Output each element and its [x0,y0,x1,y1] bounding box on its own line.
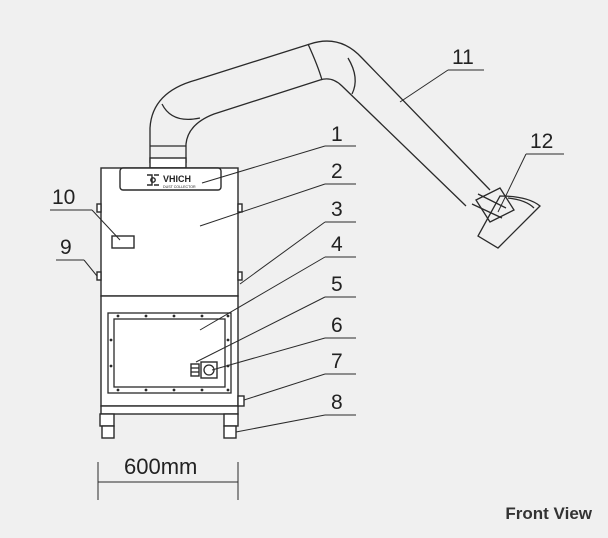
brand-subtitle: DUST COLLECTOR [163,185,196,189]
view-caption: Front View [505,504,592,523]
callout-11: 11 [452,46,474,69]
logo-mark-icon [147,174,159,186]
callout-3: 3 [331,198,343,221]
brand-name: VHICH [163,174,191,184]
callout-12: 12 [530,130,553,153]
callout-4: 4 [331,233,343,256]
dimension-label: 600mm [124,454,197,479]
callout-6: 6 [331,314,343,337]
callout-2: 2 [331,160,343,183]
callouts: 1 2 3 4 5 6 7 8 9 10 [50,46,564,433]
cabinet [96,167,245,439]
callout-1: 1 [331,123,343,146]
callout-5: 5 [331,273,343,296]
callout-9: 9 [60,236,72,259]
logo: VHICH DUST COLLECTOR [147,174,196,189]
callout-8: 8 [331,391,343,414]
window-bolts [109,314,230,392]
callout-10: 10 [52,186,75,209]
width-dimension: 600mm [97,454,239,500]
callout-7: 7 [331,350,343,373]
